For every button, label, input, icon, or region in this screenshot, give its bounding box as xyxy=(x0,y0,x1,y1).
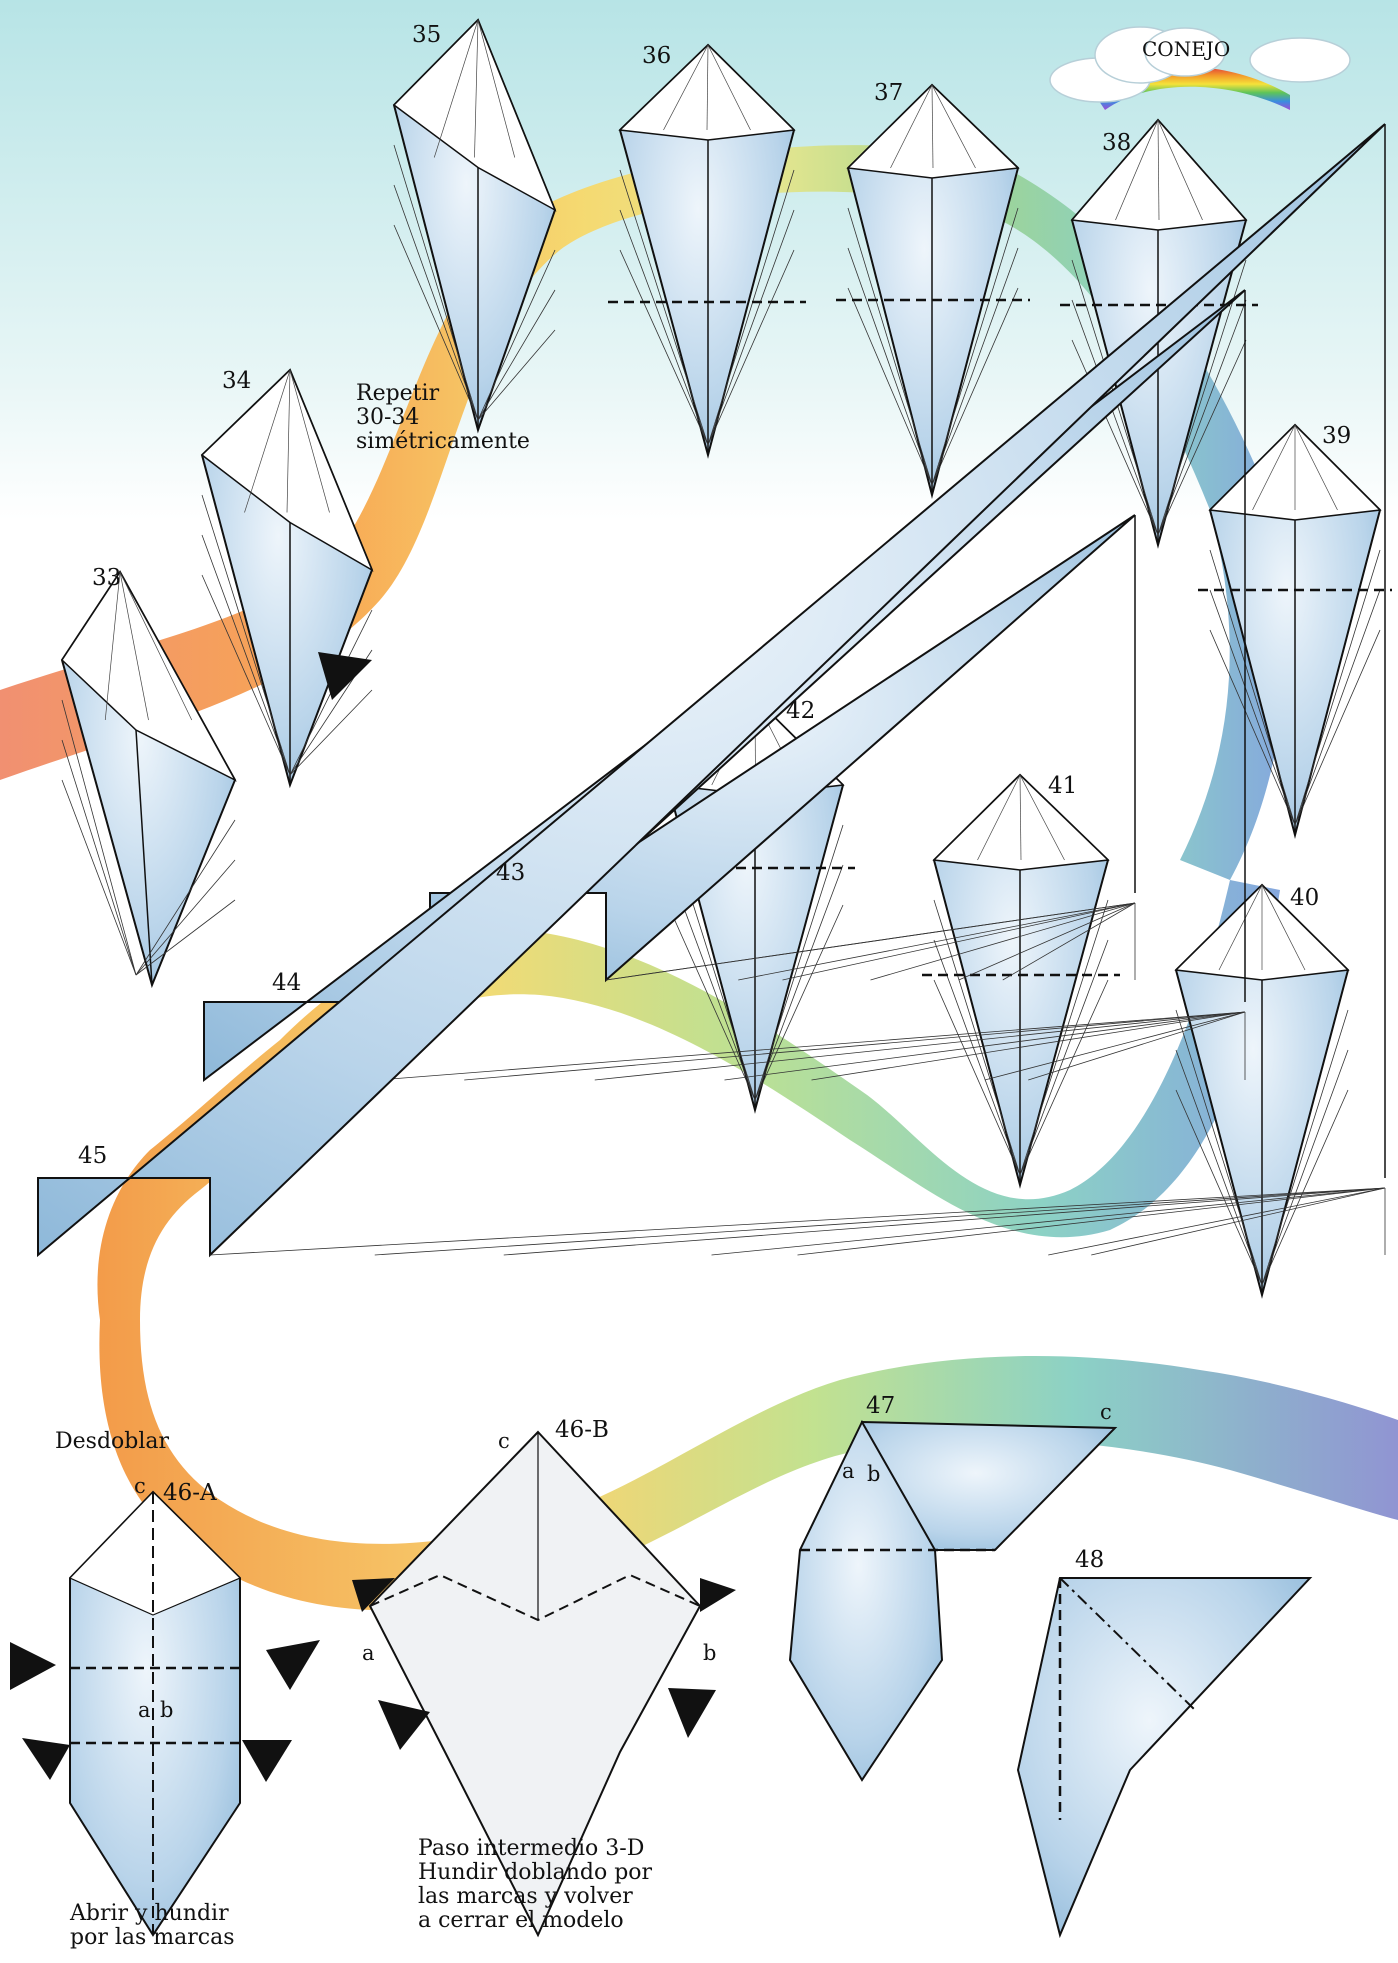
point-label-c-46a: c xyxy=(134,1474,146,1498)
model-step-34 xyxy=(200,368,374,789)
note-intermediate-line1: Paso intermedio 3-D xyxy=(418,1836,644,1861)
model-step-39 xyxy=(1198,423,1392,839)
note-repeat-line1: Repetir xyxy=(356,381,440,406)
step-number-38: 38 xyxy=(1102,130,1131,156)
note-open-sink-line2: por las marcas xyxy=(70,1925,235,1950)
point-label-c-46b: c xyxy=(498,1429,510,1453)
step-number-46b: 46-B xyxy=(555,1417,609,1443)
step-number-37: 37 xyxy=(874,80,903,106)
instruction-notes: Repetir 30-34 simétricamente Desdoblar A… xyxy=(55,381,653,1950)
step-number-45: 45 xyxy=(78,1143,107,1169)
step-number-41: 41 xyxy=(1048,773,1077,799)
model-step-41 xyxy=(922,773,1120,1189)
note-unfold: Desdoblar xyxy=(55,1429,170,1454)
point-labels: c a b c a b a b c xyxy=(134,1400,1112,1722)
origami-models xyxy=(10,18,1392,1939)
model-step-35 xyxy=(392,18,557,434)
model-step-37 xyxy=(836,83,1030,499)
note-repeat-line3: simétricamente xyxy=(356,429,530,454)
point-label-a-46b: a xyxy=(362,1641,375,1665)
step-number-40: 40 xyxy=(1290,885,1319,911)
point-label-a-46a: a xyxy=(138,1698,151,1722)
note-repeat-line2: 30-34 xyxy=(356,405,419,430)
note-open-sink-line1: Abrir y hundir xyxy=(69,1901,229,1926)
push-arrow-34 xyxy=(318,652,372,700)
push-arrow-46a-left xyxy=(10,1642,56,1690)
note-intermediate-line4: a cerrar el modelo xyxy=(418,1908,624,1933)
point-label-b-46b: b xyxy=(703,1641,716,1665)
push-arrow-46b-low-left xyxy=(378,1700,430,1750)
model-step-36 xyxy=(608,43,806,459)
push-arrow-46b-low-right xyxy=(668,1688,716,1738)
step-numbers: 33 34 35 36 37 38 39 40 41 42 43 44 45 4… xyxy=(78,22,1351,1573)
step-number-42: 42 xyxy=(786,698,815,724)
step-number-35: 35 xyxy=(412,22,441,48)
note-intermediate-line2: Hundir doblando por xyxy=(418,1860,653,1885)
step-number-36: 36 xyxy=(642,43,671,69)
push-arrow-46b-right xyxy=(700,1578,736,1612)
step-number-47: 47 xyxy=(866,1393,895,1419)
step-number-33: 33 xyxy=(92,565,121,591)
model-step-45 xyxy=(37,123,1386,1258)
step-number-43: 43 xyxy=(496,860,525,886)
step-number-34: 34 xyxy=(222,368,251,394)
model-step-46a xyxy=(68,1490,242,1937)
model-step-33 xyxy=(60,570,237,989)
point-label-a-47: a xyxy=(842,1459,855,1483)
model-step-40 xyxy=(1174,883,1350,1299)
push-arrow-46b-left xyxy=(352,1578,395,1612)
step-number-48: 48 xyxy=(1075,1547,1104,1573)
step-number-44: 44 xyxy=(272,970,301,996)
model-step-48 xyxy=(1016,1577,1313,1939)
step-number-39: 39 xyxy=(1322,423,1351,449)
note-intermediate-line3: las marcas y volver xyxy=(418,1884,633,1909)
push-arrow-46a-upper-right xyxy=(266,1640,320,1690)
point-label-b-47: b xyxy=(867,1462,880,1486)
model-step-47 xyxy=(788,1419,1118,1782)
point-label-c-47: c xyxy=(1100,1400,1112,1424)
step-number-46a: 46-A xyxy=(163,1480,217,1506)
title-cloud: CONEJO xyxy=(1049,26,1351,110)
push-arrow-46a-right xyxy=(242,1740,292,1782)
push-arrow-46a-low-left xyxy=(22,1738,70,1780)
point-label-b-46a: b xyxy=(160,1698,173,1722)
title-text: CONEJO xyxy=(1142,37,1230,61)
